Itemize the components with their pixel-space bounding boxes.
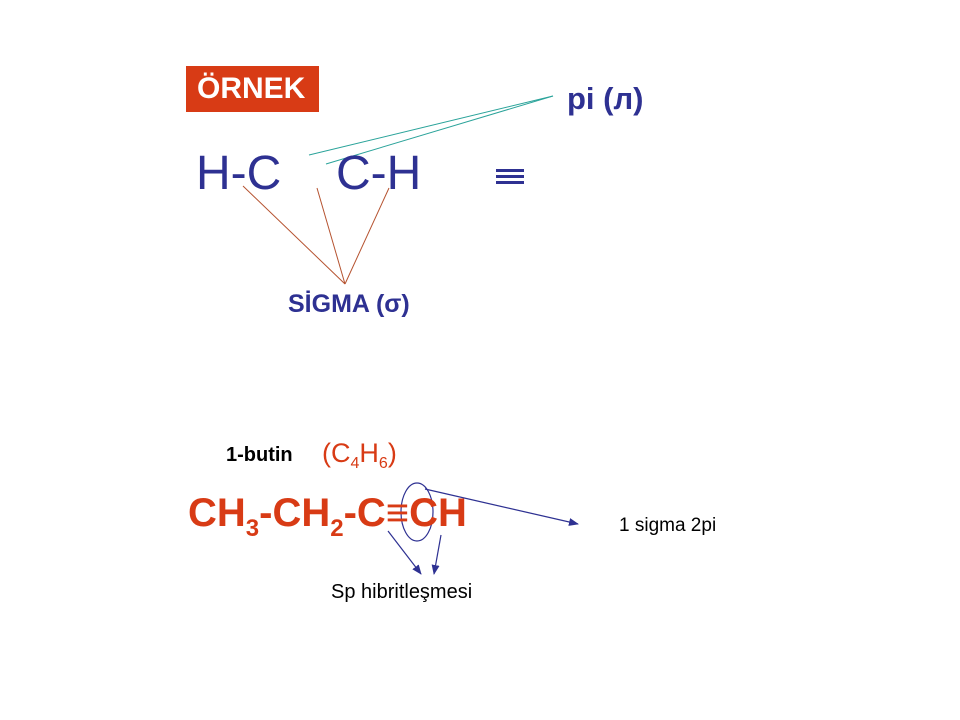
butin-name: 1-butin — [226, 444, 293, 466]
pi-label: pi (л) — [567, 81, 644, 116]
sigma-label: SİGMA (σ) — [288, 290, 410, 318]
butin-formula-sub-c: 4 — [350, 455, 360, 472]
triple-bond-bar-2 — [496, 175, 524, 178]
ornek-badge-label: ÖRNEK — [197, 72, 306, 105]
acetylene-left: H-C — [196, 147, 282, 200]
bond-arrow — [424, 488, 579, 526]
formula-part-2: -CH — [259, 491, 331, 535]
butin-formula-sub-h: 6 — [378, 455, 388, 472]
acetylene-right: C-H — [336, 147, 422, 200]
ornek-badge — [186, 66, 319, 112]
formula-sub-2: 2 — [330, 515, 344, 542]
sigma-line-1 — [242, 185, 346, 285]
sigma-line-2 — [316, 187, 346, 285]
butin-molecular-formula: (C4H6) — [322, 437, 397, 480]
structural-formula: CH3-CH2-C≡CH — [188, 489, 467, 553]
hybridization-note: Sp hibritleşmesi — [331, 581, 473, 603]
hybrid-arrow-1 — [387, 530, 422, 575]
butin-formula-h: H — [359, 438, 379, 468]
sigma-line-3 — [344, 187, 390, 285]
triple-bond-bar-3 — [496, 181, 524, 184]
pi-line-1 — [308, 95, 554, 156]
butin-formula-open: (C — [322, 438, 351, 468]
formula-sub-1: 3 — [245, 515, 260, 542]
butin-formula-close: ) — [387, 438, 397, 468]
hybrid-arrow-2 — [431, 534, 442, 575]
triple-bond-bar-1 — [496, 169, 524, 172]
formula-part-3: -C≡CH — [343, 491, 467, 535]
formula-part-1: CH — [188, 491, 246, 535]
pi-line-2 — [325, 95, 554, 165]
bond-note: 1 sigma 2pi — [619, 515, 717, 536]
carbon-highlight-ellipse — [400, 482, 434, 542]
